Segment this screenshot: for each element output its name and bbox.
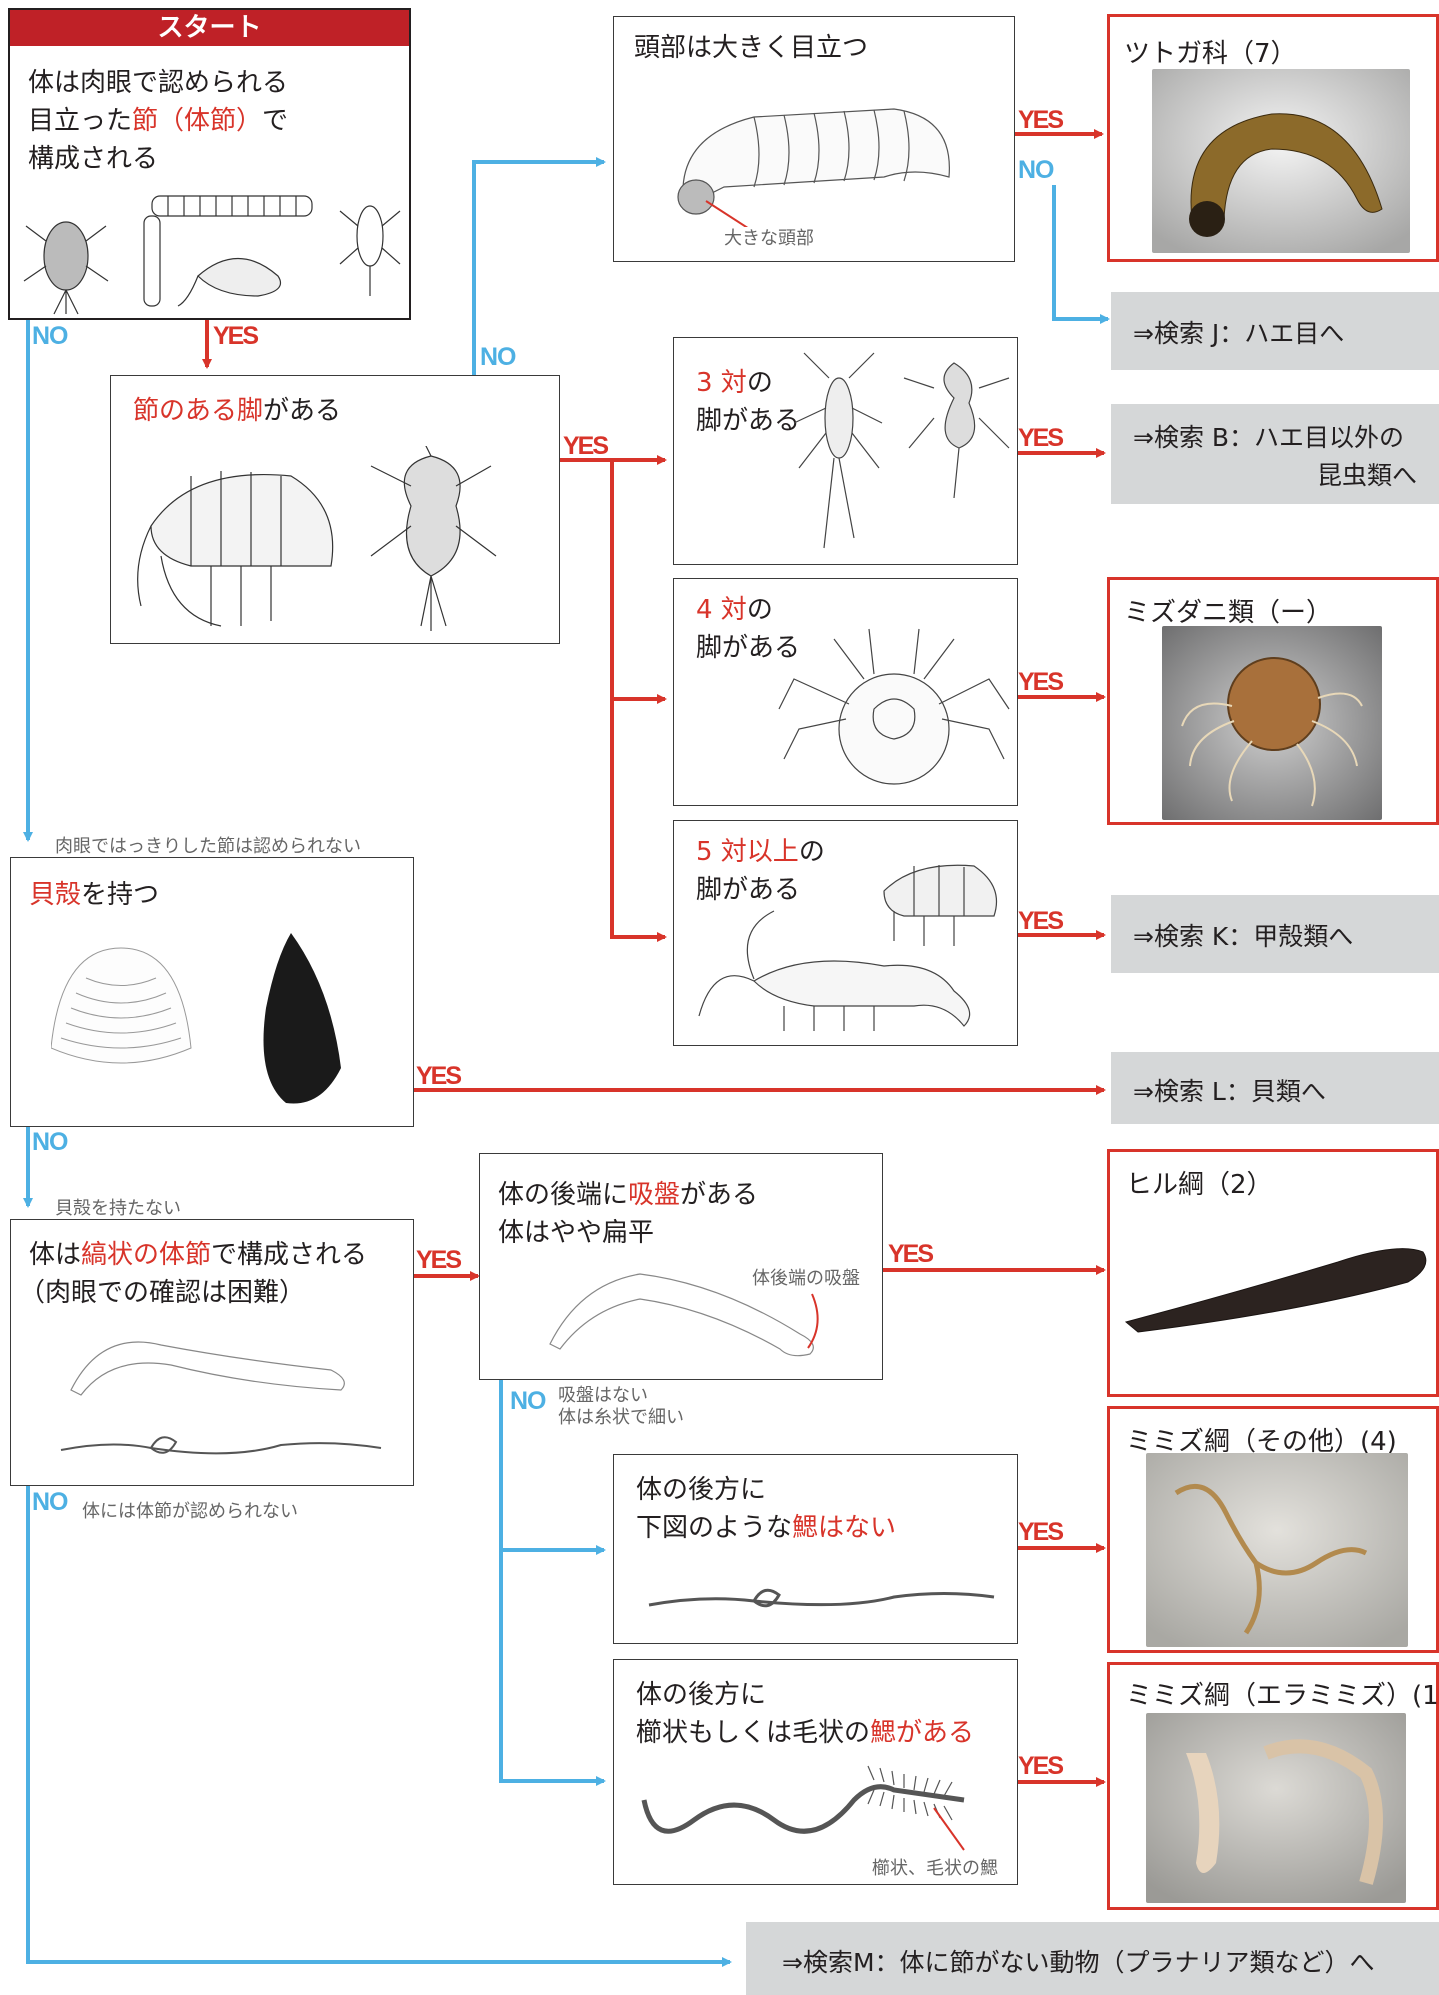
callout-gill: 櫛状、毛状の鰓 [872,1854,998,1880]
edge-gill-yes: YES [1018,1752,1062,1781]
edge-label-no-sucker: 吸盤はない体は糸状で細い [558,1385,684,1429]
edge-segments-yes: YES [416,1246,460,1275]
nogill-line2: 下図のような鰓はない [636,1509,896,1547]
question-segmented-legs: 節のある脚がある [110,375,560,644]
photo-leech [1118,1222,1434,1352]
gilled-worm-illustration [634,1760,1014,1860]
ref-B[interactable]: ⇒検索 B：ハエ目以外の 昆虫類へ [1111,404,1439,504]
water-mite-illustration [774,619,1014,799]
ref-L[interactable]: ⇒検索 L：貝類へ [1111,1052,1439,1124]
edge-sucker-yes: YES [888,1240,932,1269]
ref-M-label: ⇒検索M：体に節がない動物（プラナリア類など）へ [782,1943,1375,1979]
start-box: スタート 体は肉眼で認められる 目立った節（体節）で 構成される [8,8,411,320]
clam-snail-illustration [51,928,391,1118]
edge-3pair-yes: YES [1018,424,1062,453]
ref-M[interactable]: ⇒検索M：体に節がない動物（プラナリア類など）へ [746,1922,1439,1995]
question-shell: 貝殻を持つ [10,857,414,1127]
question-striped-segments: 体は縞状の体節で構成される （肉眼での確認は困難） [10,1219,414,1486]
ref-B-label-2: 昆虫類へ [1317,456,1417,492]
question-large-head: 頭部は大きく目立つ 大きな頭部 [613,16,1015,262]
result-mimizu-erami: ミミズ綱（エラミミズ）(1) [1107,1662,1439,1910]
larva-illustration [654,97,984,227]
result-mimizu-erami-title: ミミズ綱（エラミミズ）(1) [1126,1675,1439,1712]
shrimp-amphipod-illustration [694,841,1014,1041]
edge-label-no-shell: 貝殻を持たない [55,1194,181,1220]
nogill-line1: 体の後方に [636,1471,766,1509]
4pair-line1: 4 対の [696,591,773,629]
amphipod-mayfly-illustration [131,446,551,636]
ref-K[interactable]: ⇒検索 K：甲殻類へ [1111,895,1439,973]
head-text: 頭部は大きく目立つ [634,29,868,67]
sucker-line1: 体の後端に吸盤がある [498,1176,758,1214]
edge-legs-no: NO [480,343,516,372]
result-mimizu-other: ミミズ綱（その他）(4) [1107,1406,1439,1653]
thin-worm-illustration [644,1565,1004,1625]
edge-head-yes: YES [1018,106,1062,135]
segments-line2: （肉眼での確認は困難） [19,1274,305,1312]
ref-J-label: ⇒検索 J：ハエ目へ [1133,314,1344,350]
photo-branchiura [1146,1713,1406,1903]
question-4-pairs-legs: 4 対の 脚がある [673,578,1018,806]
edge-sucker-no: NO [510,1387,546,1416]
result-hiru-title: ヒル綱（2） [1126,1164,1273,1201]
photo-water-mite [1162,626,1382,820]
edge-head-no: NO [1018,156,1054,185]
stonefly-illustration [784,348,1014,558]
start-line3: 構成される [28,140,158,178]
gill-line1: 体の後方に [636,1676,766,1714]
edge-4pair-yes: YES [1018,668,1062,697]
ref-J[interactable]: ⇒検索 J：ハエ目へ [1111,292,1439,370]
shell-text: 貝殻を持つ [29,876,159,914]
start-header: スタート [10,10,409,46]
edge-shell-no: NO [32,1128,68,1157]
result-mizudani-title: ミズダニ類（ー） [1124,592,1332,629]
edge-label-no-visible-segments: 肉眼ではっきりした節は認められない [55,832,361,858]
segments-line1: 体は縞状の体節で構成される [29,1236,367,1274]
question-3-pairs-legs: 3 対の 脚がある [673,337,1018,565]
gill-line2: 櫛状もしくは毛状の鰓がある [636,1714,974,1752]
leech-illustration [540,1254,870,1364]
question-gill: 体の後方に 櫛状もしくは毛状の鰓がある 櫛状、毛状の鰓 [613,1659,1018,1885]
insect-illustrations [18,186,408,316]
worm-illustration [51,1330,391,1480]
question-sucker: 体の後端に吸盤がある 体はやや扁平 体後端の吸盤 [479,1153,883,1380]
edge-legs-yes: YES [563,432,607,461]
result-tsutoga-title: ツトガ科（7） [1124,33,1297,70]
edge-nogill-yes: YES [1018,1518,1062,1547]
result-mizudani: ミズダニ類（ー） [1107,577,1439,825]
3pair-line1: 3 対の [696,364,773,402]
edge-start-yes: YES [213,322,257,351]
question-5plus-pairs-legs: 5 対以上の 脚がある [673,820,1018,1046]
ref-B-label-1: ⇒検索 B：ハエ目以外の [1133,418,1404,454]
result-tsutoga: ツトガ科（7） [1107,14,1439,262]
edge-5pair-yes: YES [1018,907,1062,936]
ref-L-label: ⇒検索 L：貝類へ [1133,1072,1326,1108]
result-hiru: ヒル綱（2） [1107,1149,1439,1397]
question-no-gill: 体の後方に 下図のような鰓はない [613,1454,1018,1644]
edge-shell-yes: YES [416,1062,460,1091]
ref-K-label: ⇒検索 K：甲殻類へ [1133,917,1353,953]
start-line1: 体は肉眼で認められる [28,64,288,102]
legs-text: 節のある脚がある [133,392,341,430]
edge-start-no: NO [32,322,68,351]
start-line2: 目立った節（体節）で [28,102,288,140]
photo-oligochaete [1146,1453,1408,1647]
photo-tsutoga-larva [1152,69,1410,253]
edge-label-no-body-segments: 体には体節が認められない [82,1497,298,1523]
callout-large-head: 大きな頭部 [724,224,814,250]
sucker-line2: 体はやや扁平 [498,1214,654,1252]
edge-segments-no: NO [32,1488,68,1517]
